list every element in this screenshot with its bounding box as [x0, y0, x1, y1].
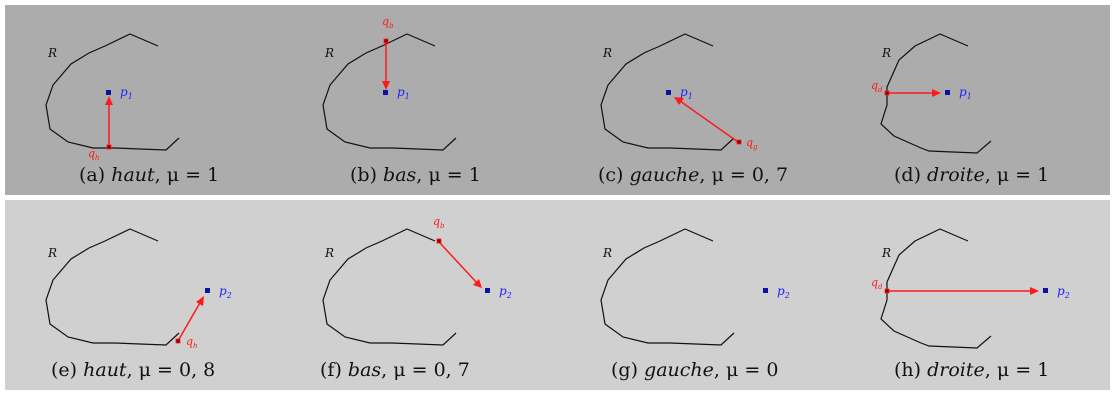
caption-d: (d) droite, μ = 1: [894, 164, 1049, 186]
point-p2: [1043, 288, 1048, 293]
arrowhead: [105, 96, 113, 105]
row-1-diagrams: R p1 qh (a) haut, μ = 1 R p1 qb (b) bas,…: [45, 15, 1049, 186]
panel-d: R p1 qd (d) droite, μ = 1: [871, 33, 1049, 186]
figure-row-2: R p2 qh (e) haut, μ = 0, 8 R p2 qb (f) b…: [5, 200, 1110, 390]
point-p2-label: p2: [219, 284, 232, 300]
panel-a: R p1 qh (a) haut, μ = 1: [45, 33, 219, 186]
arrowhead: [932, 89, 941, 97]
point-p2-label: p2: [777, 284, 790, 300]
point-p1-label: p1: [120, 85, 133, 101]
arrowhead: [196, 296, 204, 306]
region-r-outline: [600, 33, 735, 151]
point-p2: [763, 288, 768, 293]
region-r-outline: [600, 228, 735, 346]
region-r-outline: [45, 33, 180, 151]
region-r-outline: [322, 228, 457, 346]
point-p1: [383, 90, 388, 95]
arrowhead: [1030, 287, 1039, 295]
arrow-haut: [177, 300, 202, 342]
point-p1-label: p1: [959, 85, 972, 101]
point-qd-label: qd: [871, 79, 883, 94]
region-r-outline: [45, 228, 180, 346]
arrow-bas: [438, 241, 479, 285]
region-r-label: R: [881, 246, 891, 260]
region-r-label: R: [47, 246, 57, 260]
panel-f: R p2 qb (f) bas, μ = 0, 7: [320, 215, 512, 381]
panel-h: R p2 qd (h) droite, μ = 1: [871, 228, 1070, 381]
arrowhead: [382, 81, 390, 90]
point-qb-label: qb: [382, 15, 394, 30]
caption-f: (f) bas, μ = 0, 7: [320, 359, 470, 381]
point-qg: [736, 139, 742, 145]
point-qb: [436, 238, 442, 244]
region-r-label: R: [47, 46, 57, 60]
point-qb: [383, 38, 389, 44]
region-r-outline: [880, 228, 992, 349]
arrowhead: [473, 279, 482, 288]
caption-a: (a) haut, μ = 1: [79, 164, 219, 186]
row-2-diagrams: R p2 qh (e) haut, μ = 0, 8 R p2 qb (f) b…: [45, 215, 1070, 381]
point-qh: [106, 144, 112, 150]
region-r-label: R: [602, 246, 612, 260]
point-p1-label: p1: [680, 85, 693, 101]
point-p2: [485, 288, 490, 293]
arrow-gauche: [679, 100, 739, 143]
caption-h: (h) droite, μ = 1: [894, 359, 1049, 381]
point-qb-label: qb: [433, 215, 445, 230]
point-qh: [175, 338, 181, 344]
point-p2-label: p2: [499, 284, 512, 300]
panel-b: R p1 qb (b) bas, μ = 1: [322, 15, 481, 186]
caption-b: (b) bas, μ = 1: [350, 164, 481, 186]
point-p1: [945, 90, 950, 95]
panel-c: R p1 qg (c) gauche, μ = 0, 7: [598, 33, 788, 186]
region-r-label: R: [324, 246, 334, 260]
caption-c: (c) gauche, μ = 0, 7: [598, 164, 788, 186]
caption-e: (e) haut, μ = 0, 8: [51, 359, 215, 381]
point-p2: [205, 288, 210, 293]
panel-g: R p2 (g) gauche, μ = 0: [600, 228, 790, 381]
point-p2-label: p2: [1057, 284, 1070, 300]
figure-row-1: R p1 qh (a) haut, μ = 1 R p1 qb (b) bas,…: [5, 5, 1110, 195]
point-qg-label: qg: [746, 136, 758, 151]
caption-g: (g) gauche, μ = 0: [611, 359, 778, 381]
point-qh-label: qh: [88, 147, 100, 162]
region-r-label: R: [324, 46, 334, 60]
region-r-label: R: [881, 46, 891, 60]
point-p1-label: p1: [397, 85, 410, 101]
arrowhead: [674, 97, 684, 105]
region-r-outline: [322, 33, 457, 151]
point-p1: [666, 90, 671, 95]
point-qh-label: qh: [186, 335, 198, 350]
region-r-outline: [880, 33, 992, 154]
panel-e: R p2 qh (e) haut, μ = 0, 8: [45, 228, 232, 381]
point-qd-label: qd: [871, 276, 883, 291]
point-p1: [106, 90, 111, 95]
point-qd: [884, 288, 890, 294]
region-r-label: R: [602, 46, 612, 60]
point-qd: [884, 90, 890, 96]
